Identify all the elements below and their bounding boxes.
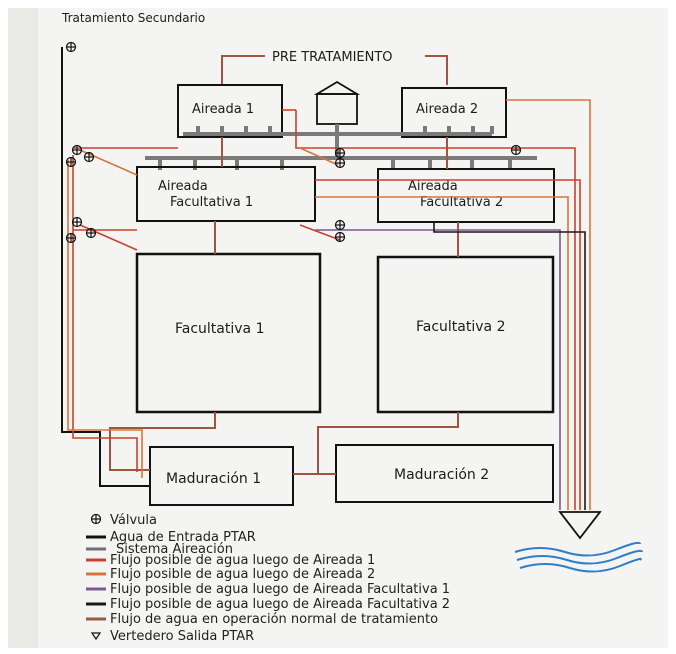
bypass-flow-lines xyxy=(67,99,591,510)
aireada-facultativa-1-label-line2: Facultativa 1 xyxy=(170,195,253,210)
valve-icon xyxy=(71,216,83,228)
legend: Válvula Agua de Entrada PTAR Sistema Air… xyxy=(86,513,450,644)
legend-valve-icon xyxy=(90,513,102,525)
valve-icon xyxy=(334,219,346,231)
diagram-title: Tratamiento Secundario xyxy=(61,11,205,25)
aireada-1-box xyxy=(177,84,283,138)
maduracion-2-label: Maduración 2 xyxy=(394,467,489,483)
legend-item-7: Flujo de agua en operación normal de tra… xyxy=(110,612,438,627)
legend-item-2: Sistema Aireación xyxy=(116,542,233,557)
valve-icon xyxy=(510,144,522,156)
maduracion-1-label: Maduración 1 xyxy=(166,471,261,487)
normal-flow-lines xyxy=(109,137,459,475)
legend-weir-icon xyxy=(90,632,102,641)
legend-item-1: Agua de Entrada PTAR xyxy=(110,530,256,545)
facultativa-1-box xyxy=(135,252,322,414)
valve-icon xyxy=(334,231,346,243)
valve-icons xyxy=(65,41,522,244)
aireada-facultativa-1-box xyxy=(136,166,316,222)
valve-icon xyxy=(83,151,95,163)
weir-outlet-icon xyxy=(558,511,602,540)
pretreatment-feed xyxy=(221,55,448,85)
legend-item-6: Flujo posible de agua luego de Aireada F… xyxy=(110,597,450,612)
aireada-facultativa-2-label-line1: Aireada xyxy=(408,179,458,194)
aireada-2-box xyxy=(401,87,507,138)
maduracion-1-box xyxy=(149,446,294,506)
legend-item-3: Flujo posible de agua luego de Aireada 1 xyxy=(110,553,375,568)
valve-icon xyxy=(65,156,77,168)
aireada-facultativa-1-label-line1: Aireada xyxy=(158,179,208,194)
aireada-2-label: Aireada 2 xyxy=(416,102,478,117)
aireada-1-label: Aireada 1 xyxy=(192,102,254,117)
valve-icon xyxy=(334,147,346,159)
facultativa-2-label: Facultativa 2 xyxy=(416,319,505,335)
valve-icon xyxy=(65,41,77,53)
pretreatment-label: PRE TRATAMIENTO xyxy=(272,50,393,65)
valve-icon xyxy=(334,157,346,169)
valve-icon xyxy=(65,232,77,244)
facultativa-1-label: Facultativa 1 xyxy=(175,321,264,337)
legend-item-0: Válvula xyxy=(110,513,157,528)
valve-icon xyxy=(85,227,97,239)
facultativa-2-box xyxy=(376,255,555,414)
legend-item-5: Flujo posible de agua luego de Aireada F… xyxy=(110,582,450,597)
legend-item-4: Flujo posible de agua luego de Aireada 2 xyxy=(110,567,375,582)
river-icon xyxy=(514,541,643,573)
aireada-facultativa-2-box xyxy=(377,168,555,223)
valve-icon xyxy=(71,144,83,156)
paper-background xyxy=(8,8,668,648)
aireada-facultativa-2-label-line2: Facultativa 2 xyxy=(420,195,503,210)
inflow-line xyxy=(61,47,150,487)
legend-item-8: Vertedero Salida PTAR xyxy=(110,629,254,644)
